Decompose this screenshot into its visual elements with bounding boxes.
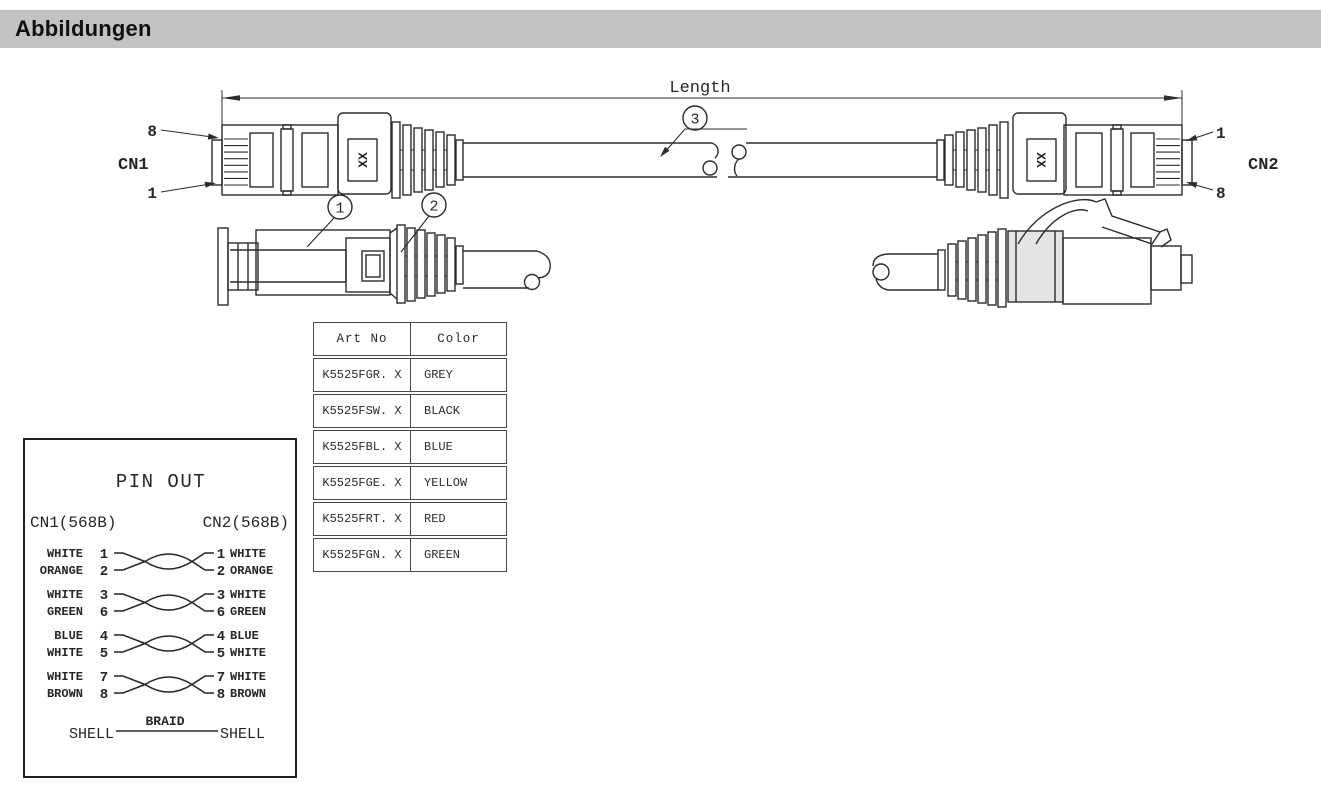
cn2-label: CN2	[1248, 156, 1279, 175]
wire-color-left: BROWN	[47, 687, 83, 701]
wire-color-left: BLUE	[54, 629, 83, 643]
parts-table-header-row: Art No Color	[313, 322, 507, 356]
wire-color-left: WHITE	[47, 588, 83, 602]
parts-table-row: K5525FSW. X BLACK	[313, 394, 507, 428]
parts-table-header-color: Color	[410, 323, 506, 355]
pin-number-right: 6	[217, 605, 225, 621]
parts-table-row: K5525FGR. X GREY	[313, 358, 507, 392]
callout-plug-number: 1	[335, 201, 344, 218]
wire-color-left: WHITE	[47, 547, 83, 561]
color-cell: BLACK	[410, 395, 506, 427]
parts-table-row: K5525FGN. X GREEN	[313, 538, 507, 572]
wire-color-right: ORANGE	[230, 564, 273, 578]
cn1-marking-box	[347, 138, 378, 182]
cable-top-view	[463, 142, 937, 178]
braid-label: BRAID	[145, 714, 184, 729]
pin-number-right: 3	[217, 588, 225, 604]
pin-number-right: 2	[217, 564, 225, 580]
pinout-title: PIN OUT	[116, 471, 206, 493]
pin-number-left: 4	[100, 629, 108, 645]
art-no-cell: K5525FSW. X	[322, 404, 402, 418]
pin-number-right: 4	[217, 629, 225, 645]
pin-number-left: 5	[100, 646, 108, 662]
pin-number-right: 5	[217, 646, 225, 662]
twisted-pairs	[114, 552, 218, 732]
callout-boot-number: 2	[429, 199, 438, 216]
cn1-pin8-label: 8	[147, 123, 157, 141]
pinout-box: PIN OUT CN1(568B) CN2(568B) WHITE ORANGE…	[23, 438, 297, 778]
cn2-marking: XX	[1033, 152, 1048, 168]
cn2-marking-box	[1026, 138, 1057, 182]
parts-table-row: K5525FBL. X BLUE	[313, 430, 507, 464]
cn2-pin8-label: 8	[1216, 185, 1226, 203]
pin-number-left: 3	[100, 588, 108, 604]
wire-color-right: WHITE	[230, 547, 266, 561]
cn2-connector-side-view	[872, 198, 1193, 308]
parts-table: Art No Color K5525FGR. X GREY K5525FSW. …	[313, 322, 507, 574]
cn1-pin1-label: 1	[147, 185, 157, 203]
pin-number-left: 8	[100, 687, 108, 703]
length-label: Length	[669, 79, 730, 98]
pin-number-right: 8	[217, 687, 225, 703]
section-header-bar: Abbildungen	[0, 10, 1321, 48]
cable-assembly-drawing: Length XX	[118, 79, 1279, 308]
color-cell: GREY	[410, 359, 506, 391]
parts-table-header-art-no: Art No	[336, 332, 388, 346]
callout-cable: 3	[660, 105, 747, 157]
pinout-cn1-label: CN1(568B)	[30, 514, 116, 532]
pinout-diagram: PIN OUT CN1(568B) CN2(568B) WHITE ORANGE…	[30, 471, 289, 743]
cn2-labels: CN2 1 8	[1186, 125, 1279, 203]
cn1-connector-side-view	[217, 224, 551, 306]
pin-number-left: 7	[100, 670, 108, 686]
wire-labels: WHITE ORANGE WHITE GREEN BLUE WHITE WHIT…	[40, 547, 273, 701]
pin-number-left: 1	[100, 547, 108, 563]
wire-color-right: WHITE	[230, 588, 266, 602]
section-title: Abbildungen	[15, 16, 152, 41]
wire-color-right: GREEN	[230, 605, 266, 619]
art-no-cell: K5525FBL. X	[322, 440, 402, 454]
pin-number-left: 2	[100, 564, 108, 580]
wire-color-left: GREEN	[47, 605, 83, 619]
art-no-cell: K5525FRT. X	[322, 512, 402, 526]
cn1-labels: CN1 8 1	[118, 123, 219, 203]
wire-color-right: WHITE	[230, 670, 266, 684]
color-cell: GREEN	[410, 539, 506, 571]
cn2-pin1-label: 1	[1216, 125, 1226, 143]
color-cell: YELLOW	[410, 467, 506, 499]
wire-color-right: BROWN	[230, 687, 266, 701]
color-cell: RED	[410, 503, 506, 535]
wire-color-left: ORANGE	[40, 564, 83, 578]
cn2-connector-top-view: XX	[936, 112, 1193, 199]
art-no-cell: K5525FGE. X	[322, 476, 402, 490]
cn1-connector-top-view: XX	[211, 112, 464, 199]
wire-color-left: WHITE	[47, 646, 83, 660]
pin-number-left: 6	[100, 605, 108, 621]
shell-left-label: SHELL	[69, 726, 114, 743]
parts-table-row: K5525FGE. X YELLOW	[313, 466, 507, 500]
art-no-cell: K5525FGN. X	[322, 548, 402, 562]
parts-table-row: K5525FRT. X RED	[313, 502, 507, 536]
callout-plug: 1	[306, 194, 353, 248]
wire-color-left: WHITE	[47, 670, 83, 684]
callout-boot: 2	[400, 192, 447, 253]
wire-color-right: WHITE	[230, 646, 266, 660]
callout-cable-number: 3	[690, 112, 699, 129]
pin-numbers: 1 2 3 6 4 5 7 8 1 2 3 6 4 5 7 8	[100, 547, 225, 703]
shell-right-label: SHELL	[220, 726, 265, 743]
pinout-cn2-label: CN2(568B)	[203, 514, 289, 532]
pin-number-right: 7	[217, 670, 225, 686]
color-cell: BLUE	[410, 431, 506, 463]
art-no-cell: K5525FGR. X	[322, 368, 402, 382]
pin-number-right: 1	[217, 547, 225, 563]
cn1-label: CN1	[118, 156, 149, 175]
cn1-marking: XX	[356, 152, 371, 168]
wire-color-right: BLUE	[230, 629, 259, 643]
